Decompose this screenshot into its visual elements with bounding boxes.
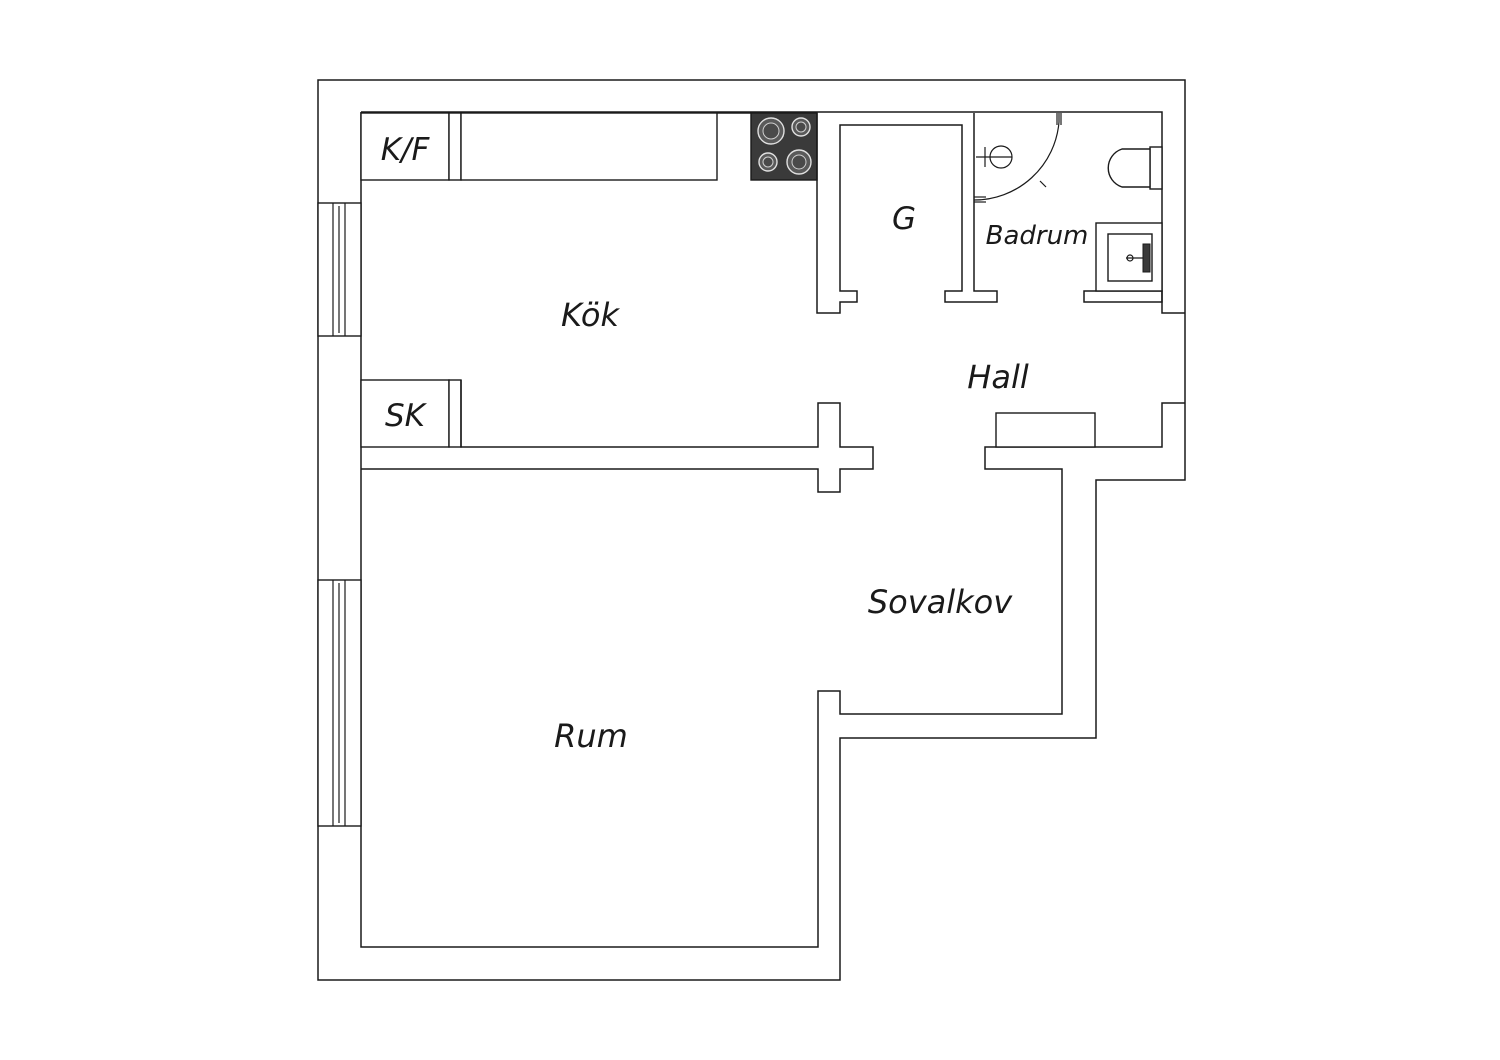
room-label-kok: Kök [561,296,620,334]
room-label-hall: Hall [967,358,1029,396]
window-icon [317,202,362,337]
fixture-label-skap: SK [385,398,428,434]
room-label-badrum: Badrum [986,221,1089,251]
toilet-icon [1107,146,1163,190]
sink-icon [1095,222,1163,292]
stove-icon [750,112,818,181]
shower-icon [973,113,1062,203]
outer-walls [317,79,1186,981]
room-label-sovalkov: Sovalkov [868,583,1013,621]
fixture-label-kyl-frys: K/F [381,132,431,168]
room-label-rum: Rum [554,717,628,755]
interior-walls [360,113,1163,493]
window-icon [317,579,362,827]
kitchen-counter [360,112,751,181]
room-label-garderob: G [892,201,916,237]
